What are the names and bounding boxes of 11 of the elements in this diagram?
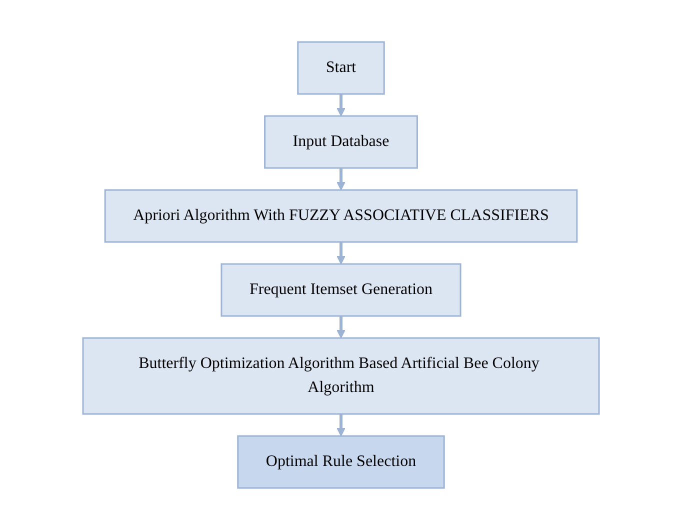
arrow: [336, 242, 346, 264]
arrow: [336, 414, 346, 436]
node-box: Input Database: [264, 114, 418, 168]
arrow: [336, 168, 346, 190]
arrow: [336, 94, 346, 116]
node-box: Optimal Rule Selection: [237, 434, 445, 488]
node-box: Butterfly Optimization Algorithm Based Artificial Bee Colony Algorithm: [82, 336, 600, 414]
node-box: Start: [297, 40, 385, 94]
node-box: Apriori Algorithm With FUZZY ASSOCIATIVE CLASSIFIERS: [104, 188, 578, 242]
arrow: [336, 316, 346, 338]
node-box: Frequent Itemset Generation: [220, 262, 462, 316]
